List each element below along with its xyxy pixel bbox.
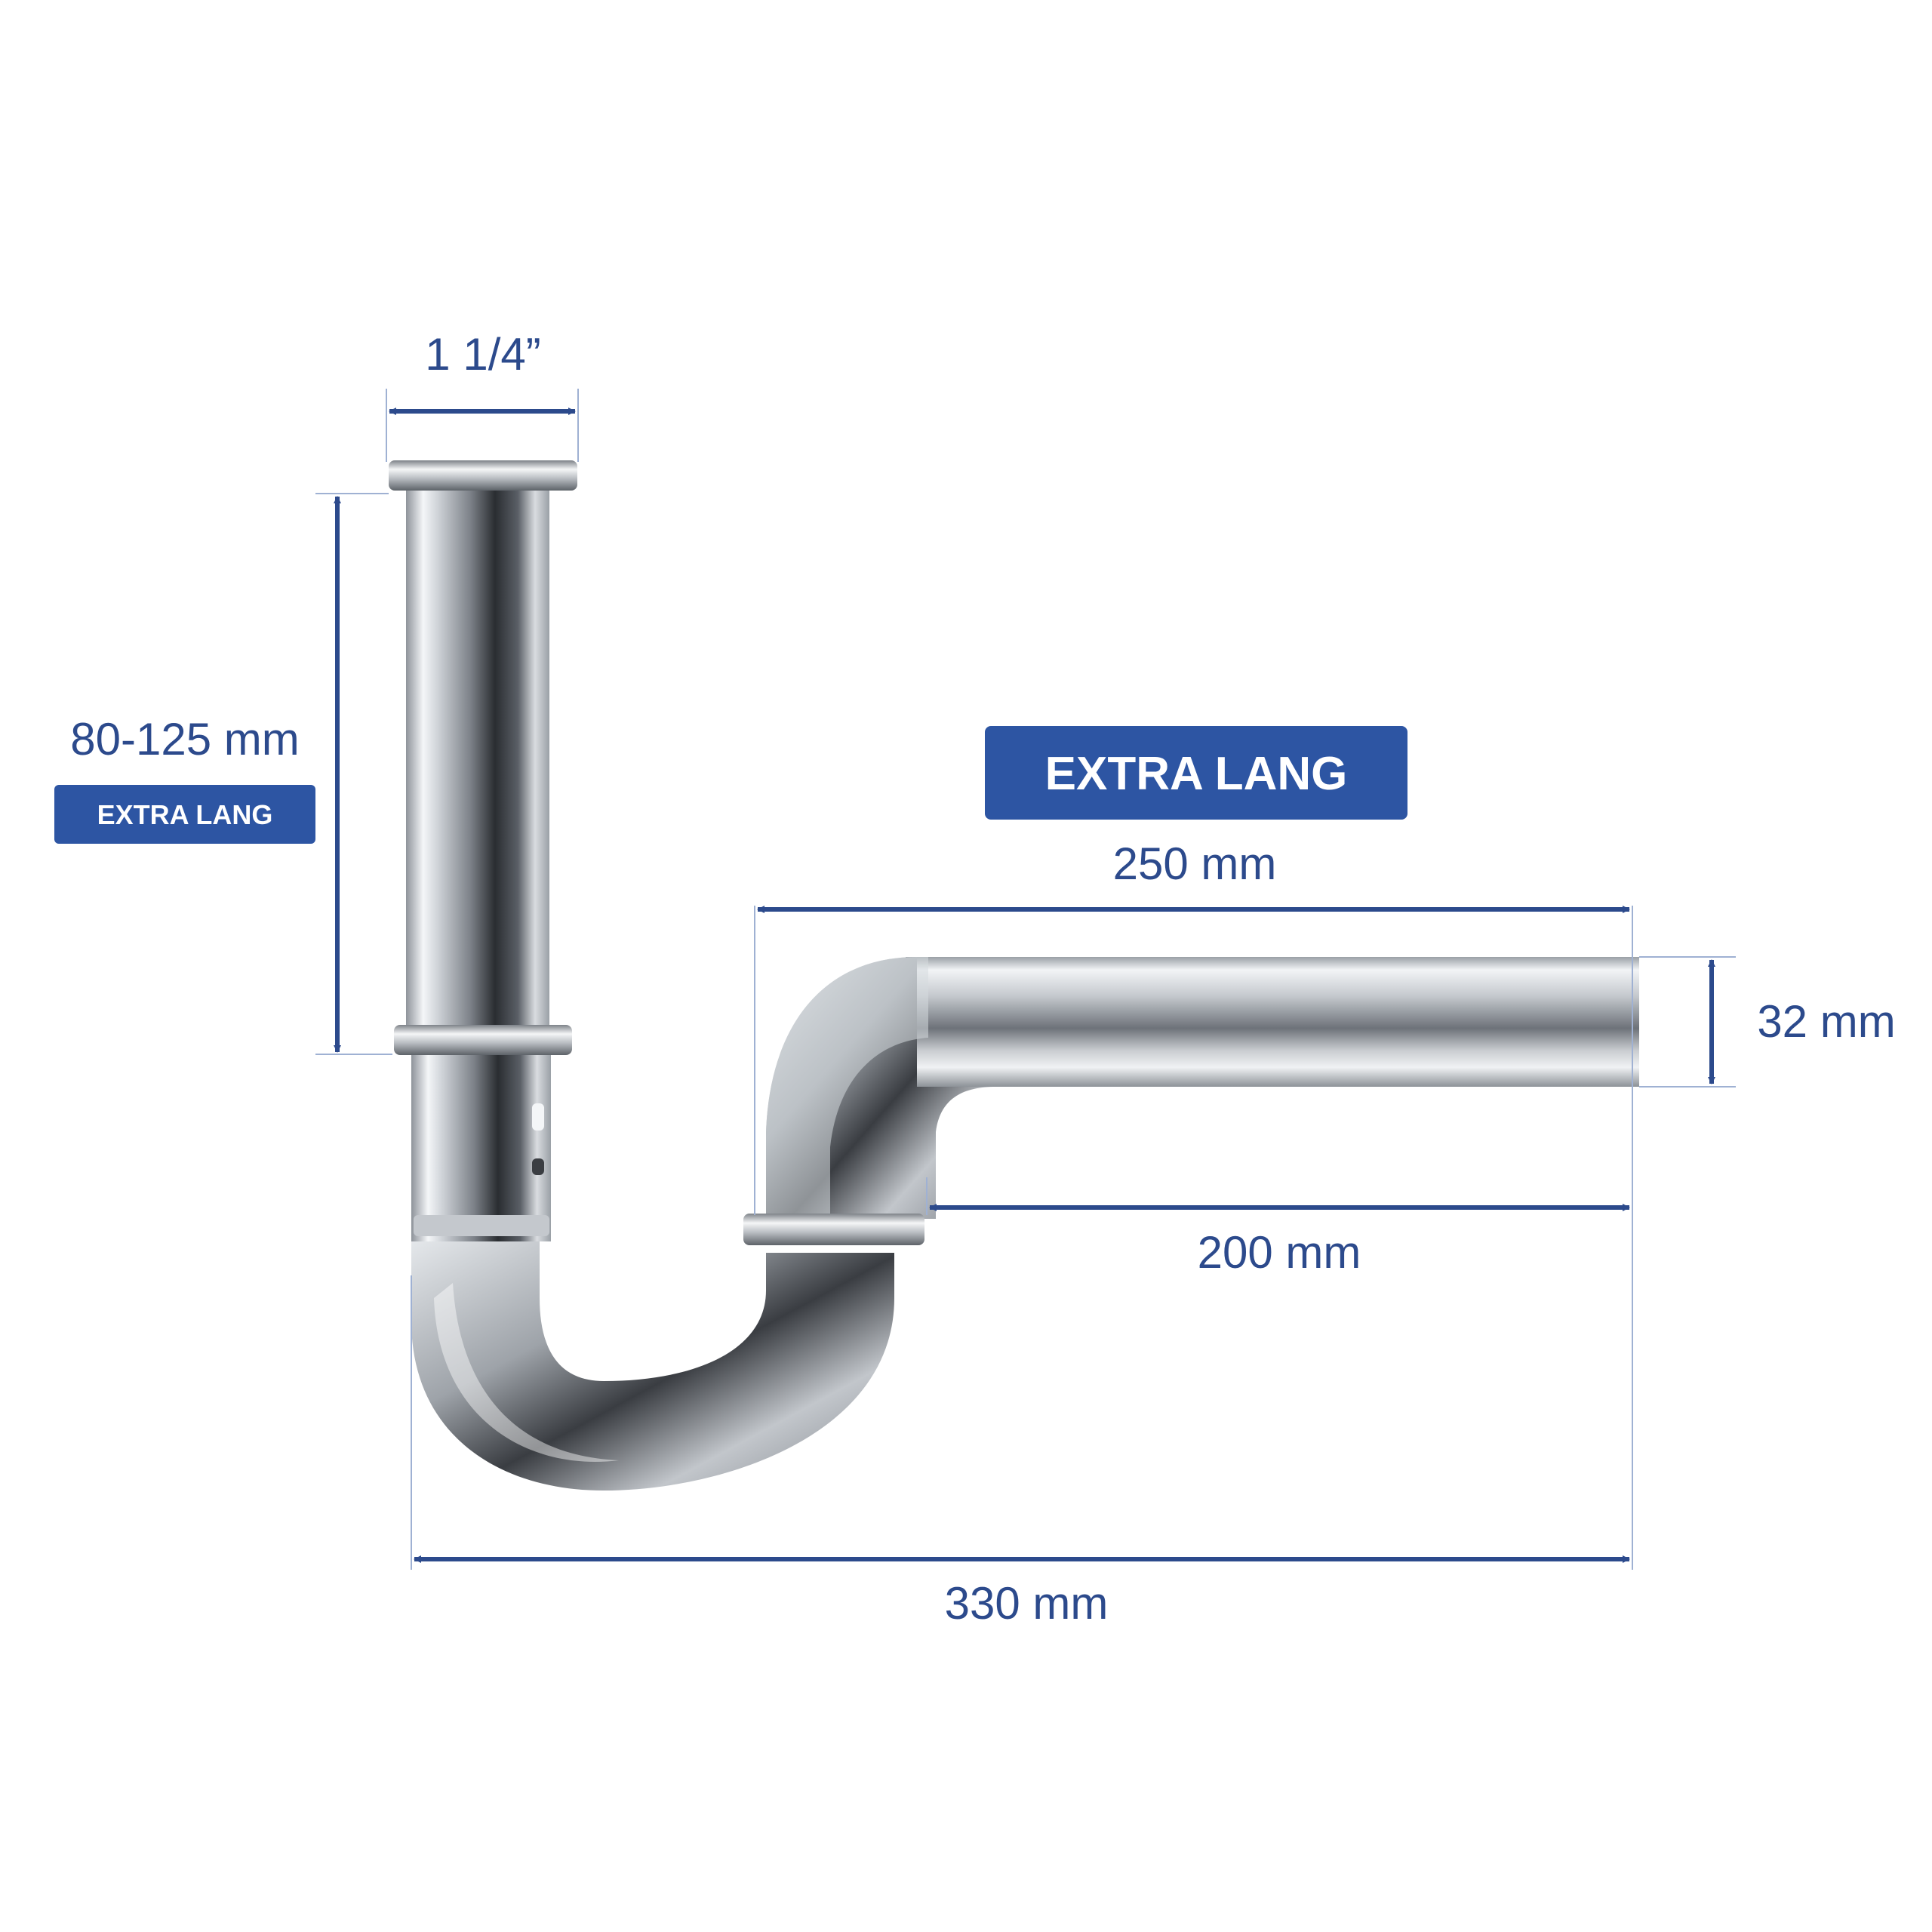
pipe-slot — [532, 1158, 544, 1175]
label-inlet-diameter: 1 1/4” — [425, 329, 540, 380]
badge-large-text: EXTRA LANG — [1045, 748, 1348, 800]
outlet-pipe — [906, 957, 1639, 1087]
u-bend-highlight — [434, 1283, 619, 1462]
label-pipe-diameter: 32 mm — [1757, 996, 1895, 1047]
badge-large-bg — [985, 726, 1407, 820]
inlet-pipe-upper — [406, 485, 549, 1028]
lower-collar — [414, 1215, 549, 1236]
extension-lines — [315, 389, 1736, 1570]
outlet-bend-outer — [766, 957, 928, 1219]
badge-small-bg — [54, 785, 315, 844]
pipe-slot — [532, 1103, 544, 1131]
label-outlet-200: 200 mm — [1198, 1227, 1361, 1278]
siphon-pipe — [389, 460, 1639, 1491]
middle-ring — [394, 1025, 572, 1055]
inlet-pipe-lower — [411, 1045, 551, 1241]
label-outlet-250: 250 mm — [1113, 838, 1277, 889]
badge-large: EXTRA LANG — [985, 726, 1407, 820]
top-ring — [389, 460, 577, 491]
dimension-arrows — [334, 408, 1715, 1563]
joint-ring — [743, 1214, 924, 1245]
label-overall-330: 330 mm — [945, 1578, 1109, 1629]
label-vertical-length: 80-125 mm — [70, 714, 299, 764]
badge-small: EXTRA LANG — [54, 785, 315, 844]
u-bend — [411, 1230, 894, 1491]
badge-small-text: EXTRA LANG — [97, 799, 273, 830]
